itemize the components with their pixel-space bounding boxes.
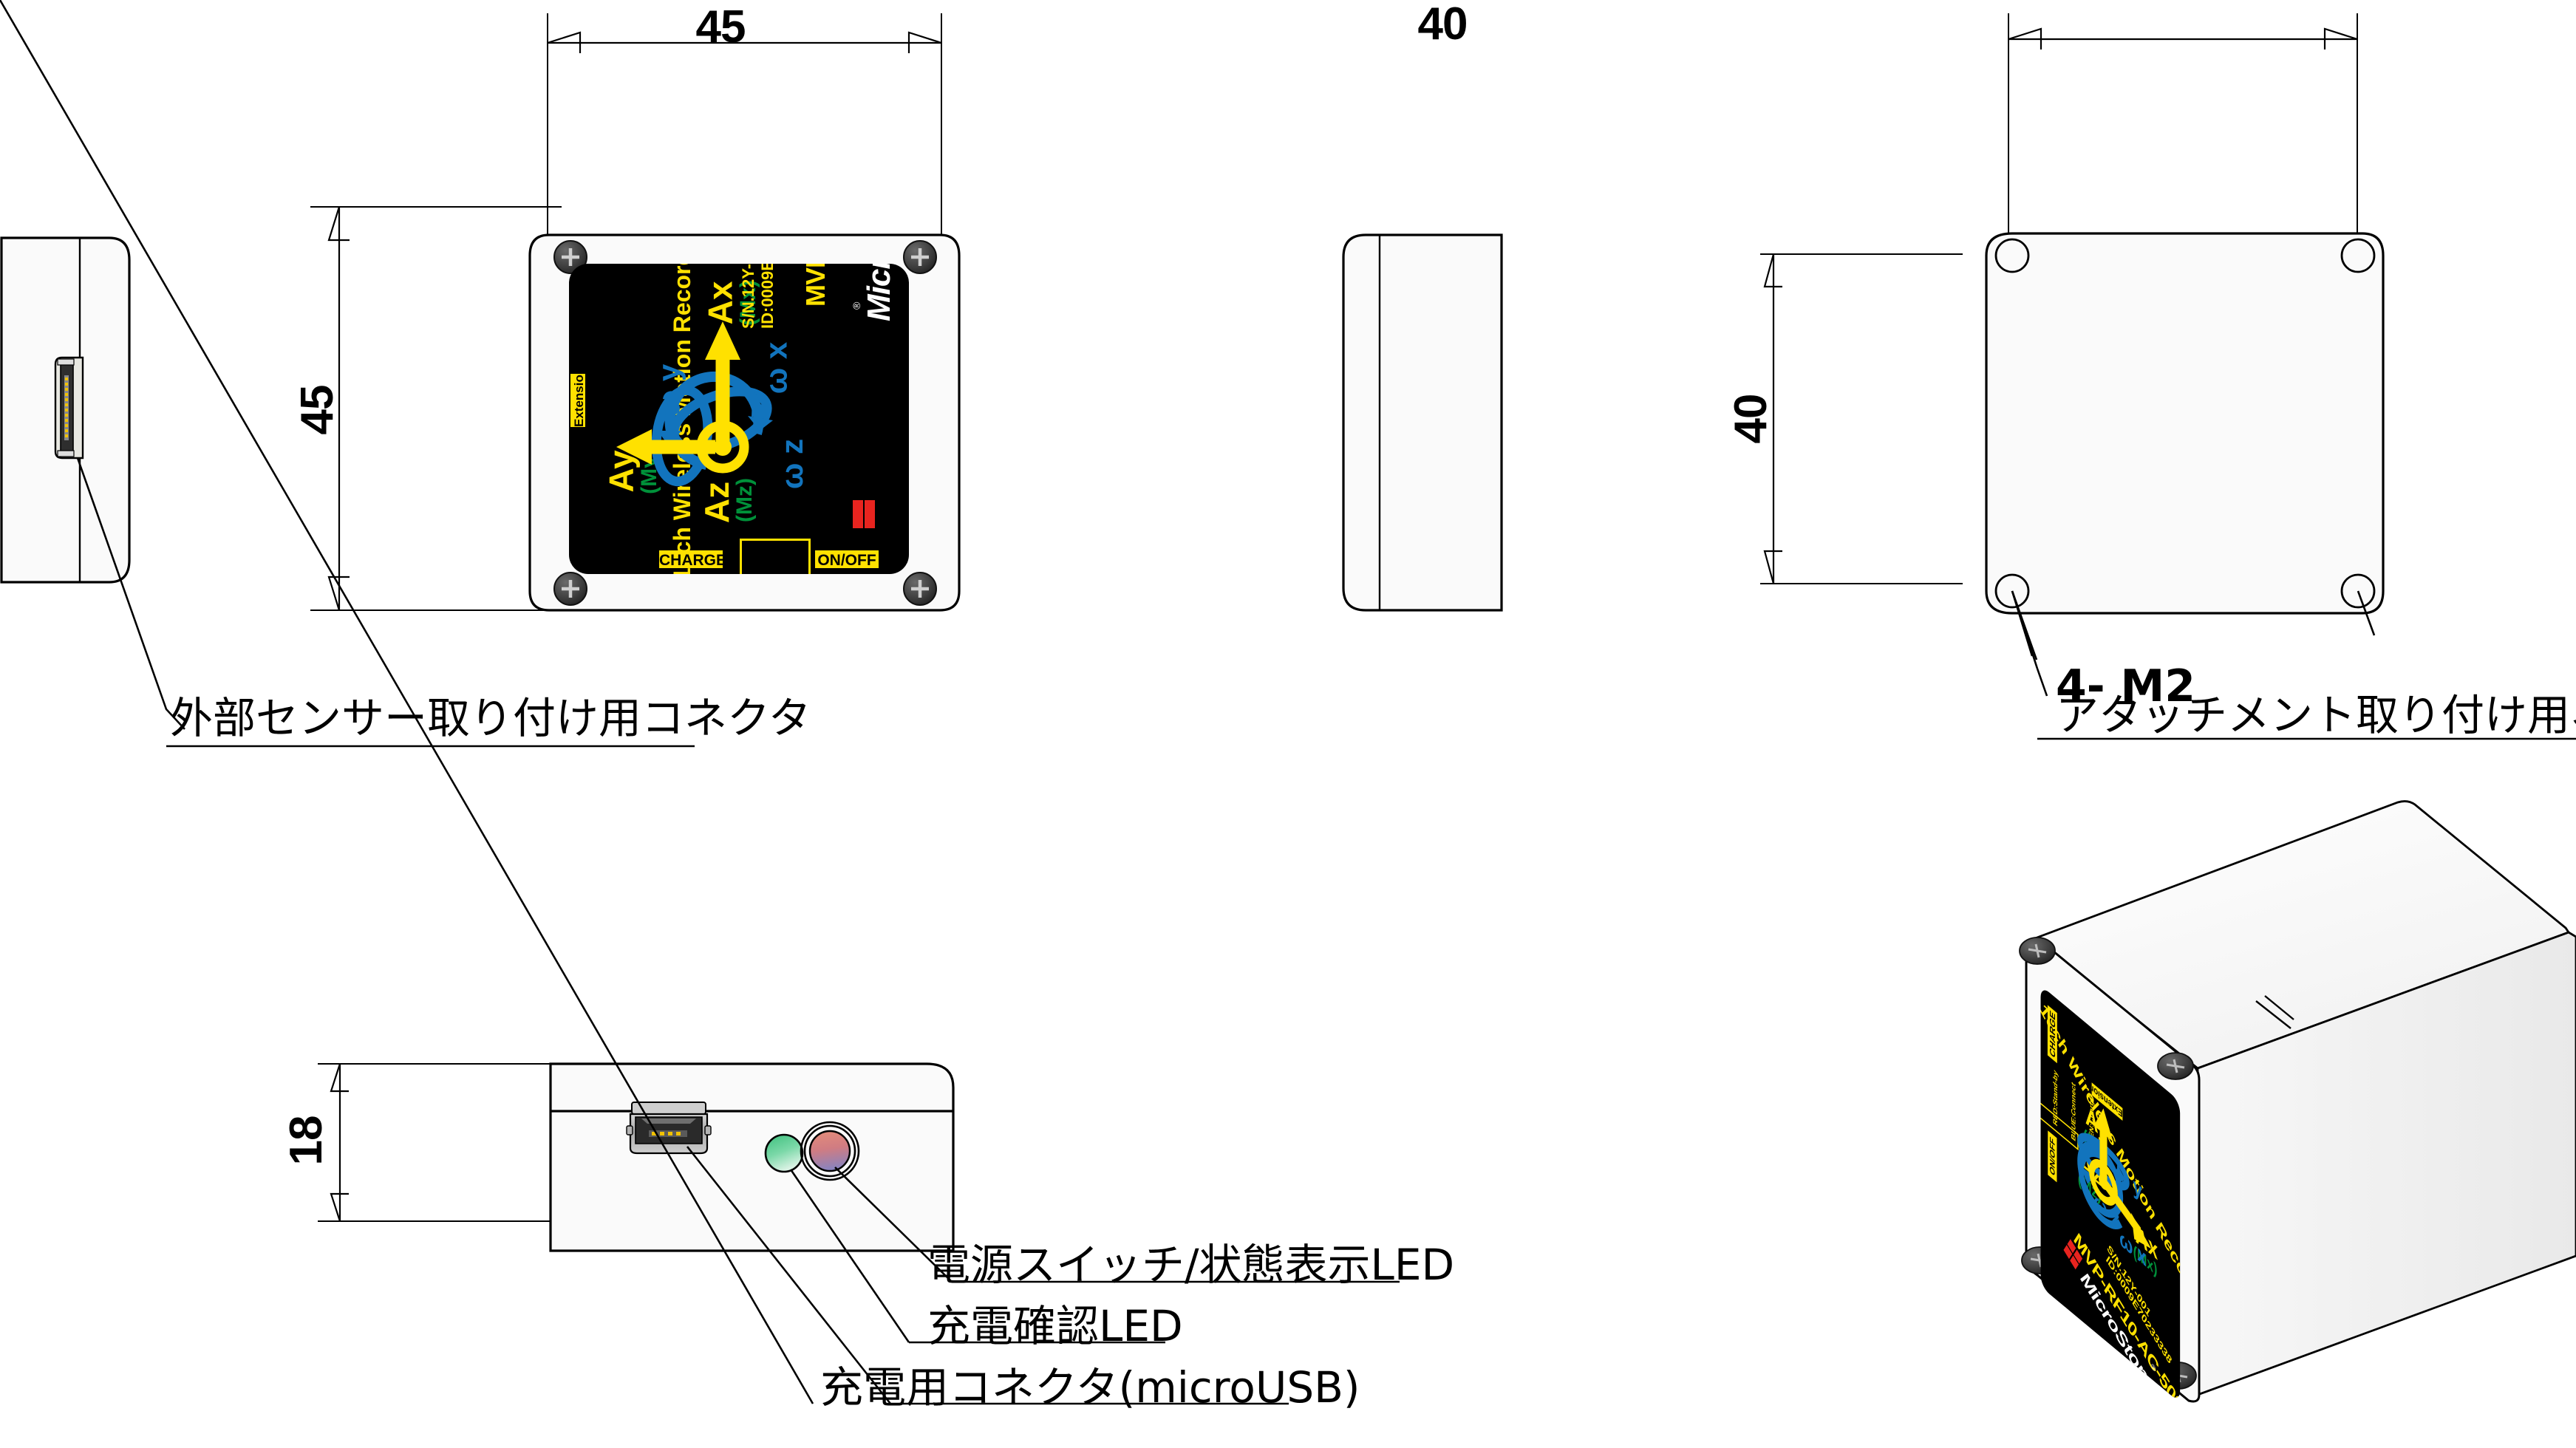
rear-view-housing [1985, 232, 2576, 740]
screw-bottom-right [903, 572, 937, 606]
iso-label-axis-glyph [2077, 1108, 2152, 1249]
label-led-legend: RED : Stand-by BLUE : Connect GREEN : Ch… [740, 539, 811, 574]
charge-led-geometry [764, 1133, 804, 1173]
left-side-view-geometry [0, 236, 695, 748]
annotation-screw-hole-text: アタッチメント取り付け用ネジ穴 [2056, 690, 2576, 740]
front-view-screws [553, 240, 937, 606]
label-brand-mark [853, 500, 882, 528]
dimension-back-height: 40 [1725, 394, 1776, 444]
bottom-view-housing [0, 0, 1400, 1405]
right-side-view-geometry [1342, 233, 1503, 612]
annotation-charge-led: 充電確認LED [927, 1301, 1183, 1351]
microusb-connector-geometry [626, 1102, 712, 1155]
screw-bottom-left [553, 572, 587, 606]
screw-top-right [903, 240, 937, 274]
bottom-view-dimensions [318, 1063, 551, 1222]
label-chip-charge: CHARGE [659, 550, 727, 569]
iso-screw-top-left [2019, 937, 2056, 965]
external-sensor-connector-geometry [54, 356, 84, 460]
dimension-back-width: 40 [1417, 0, 1468, 49]
dimension-front-height: 45 [292, 385, 343, 435]
front-view-dimensions [310, 13, 942, 611]
annotation-external-sensor-connector: 外部センサー取り付け用コネクタ [170, 693, 811, 743]
dimension-bottom-height: 18 [281, 1116, 332, 1166]
annotation-screw-count: 4- M2 [2056, 660, 2195, 712]
annotation-power-switch-led: 電源スイッチ/状態表示LED [927, 1240, 1455, 1290]
screw-hole-top-right [2340, 238, 2376, 273]
screw-hole-top-left [1994, 238, 2030, 273]
accel-arrow-z [696, 420, 749, 474]
label-chip-onoff: ON/OFF [815, 550, 879, 568]
rear-view-dimensions [1760, 13, 2358, 584]
dimension-front-width: 45 [695, 1, 746, 52]
annotation-charge-connector: 充電用コネクタ(microUSB) [820, 1362, 1360, 1413]
iso-screw-top-right [2157, 1052, 2194, 1080]
isometric-view-product-label: 10ch Wireless Motion Recorder Extension … [2032, 960, 2254, 1403]
label-axis-glyph [616, 321, 773, 487]
power-switch-led-geometry [800, 1121, 860, 1181]
